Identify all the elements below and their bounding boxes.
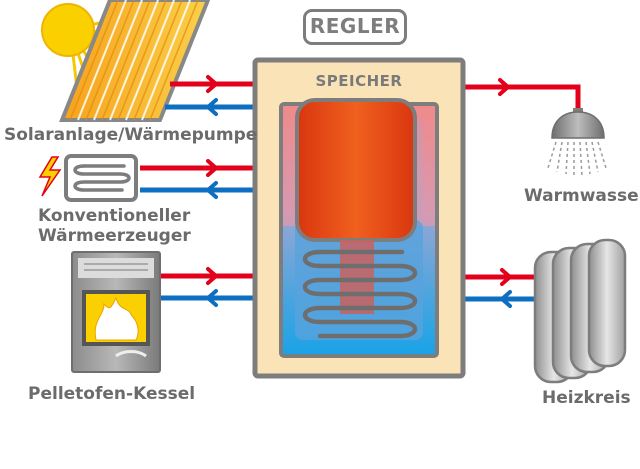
flame-icon (94, 296, 139, 341)
solar-panel-icon (41, 0, 211, 122)
heat-exchanger-coil (302, 249, 418, 339)
conventional-label-line2: Wärmeerzeuger (38, 226, 191, 246)
storage-label: SPEICHER (315, 72, 403, 90)
pellet-stove-icon (71, 251, 161, 373)
boiler-coil (73, 164, 131, 192)
controller-box (303, 9, 407, 45)
lightning-icon (38, 156, 62, 197)
hot-water-vessel (295, 98, 417, 242)
hot-water-supply-pipe (462, 84, 581, 110)
hot-water-label: Warmwasser (524, 186, 640, 206)
stove-top (78, 258, 154, 278)
storage-tank (252, 57, 466, 379)
arrow-right-icon (500, 268, 512, 286)
boiler-icon (38, 154, 138, 202)
arrow-left-icon (206, 98, 218, 116)
flow-arrows-right (498, 78, 512, 308)
shower-head (551, 111, 605, 139)
sun-icon (41, 3, 95, 57)
radiator-icon (533, 238, 627, 384)
boiler-box (64, 154, 138, 202)
arrow-left-icon (500, 290, 512, 308)
controller-label: REGLER (309, 14, 401, 38)
arrow-right-icon (206, 159, 218, 177)
heating-label: Heizkreis (542, 388, 631, 408)
flow-arrows-left (206, 75, 218, 307)
arrow-right-icon (206, 267, 218, 285)
shower-icon (547, 108, 607, 177)
conventional-label-line1: Konventioneller (38, 206, 191, 226)
arrow-right-icon (498, 78, 510, 96)
pellet-label: Pelletofen-Kessel (28, 384, 196, 404)
solar-label: Solaranlage/Wärmepumpe (4, 125, 258, 145)
arrow-right-icon (206, 75, 218, 93)
arrow-left-icon (206, 289, 218, 307)
arrow-left-icon (206, 181, 218, 199)
water-drops (547, 141, 607, 177)
